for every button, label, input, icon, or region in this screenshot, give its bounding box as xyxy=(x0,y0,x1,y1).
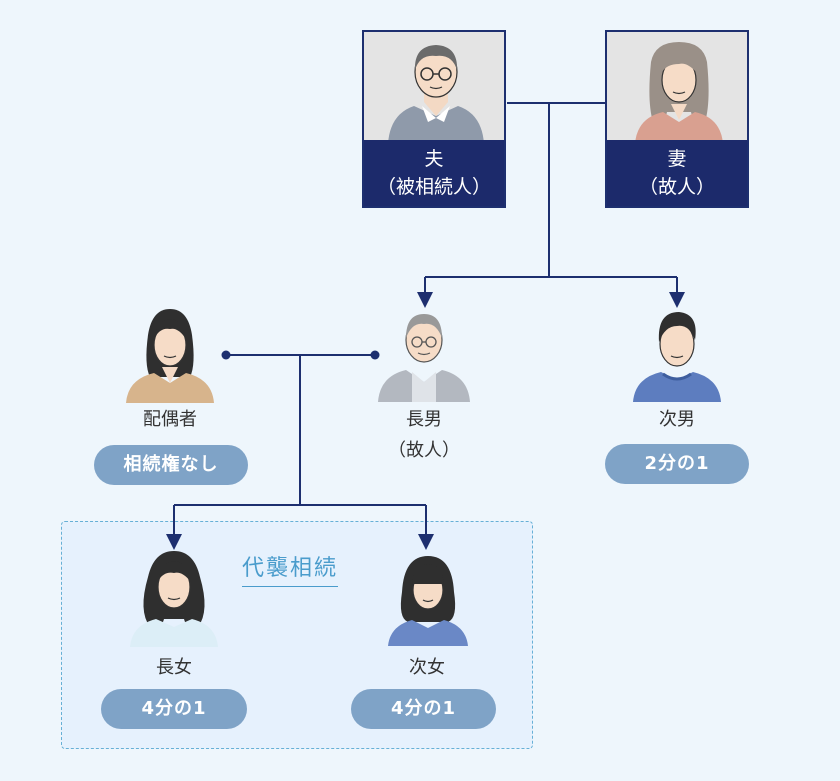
second-daughter-avatar-icon xyxy=(388,556,468,646)
spouse-name: 配偶者 xyxy=(143,409,197,430)
connector-dot xyxy=(370,350,380,360)
spouse-badge: 相続権なし xyxy=(94,445,248,485)
eldest-son-note: （故人） xyxy=(388,440,460,461)
eldest-son-name: 長男 xyxy=(406,409,442,430)
second-daughter-badge: 4分の1 xyxy=(351,689,496,729)
wife-label: 妻 （故人） xyxy=(607,140,747,206)
eldest-son-avatar-icon xyxy=(378,314,470,402)
second-son-avatar-icon xyxy=(633,312,721,402)
eldest-daughter-avatar-icon xyxy=(130,551,218,647)
husband-card: 夫 （被相続人） xyxy=(362,30,506,208)
substitute-inheritance-title: 代襲相続 xyxy=(242,550,339,587)
second-daughter-name: 次女 xyxy=(409,657,445,678)
eldest-daughter-badge: 4分の1 xyxy=(101,689,247,729)
husband-avatar-icon xyxy=(388,45,484,144)
spouse-avatar-icon xyxy=(126,309,214,403)
second-son-name: 次男 xyxy=(659,409,695,430)
second-son-badge: 2分の1 xyxy=(605,444,749,484)
wife-card: 妻 （故人） xyxy=(605,30,749,208)
husband-label: 夫 （被相続人） xyxy=(364,140,504,206)
eldest-daughter-name: 長女 xyxy=(156,657,192,678)
wife-avatar-icon xyxy=(635,42,723,144)
connector-dot xyxy=(221,350,231,360)
